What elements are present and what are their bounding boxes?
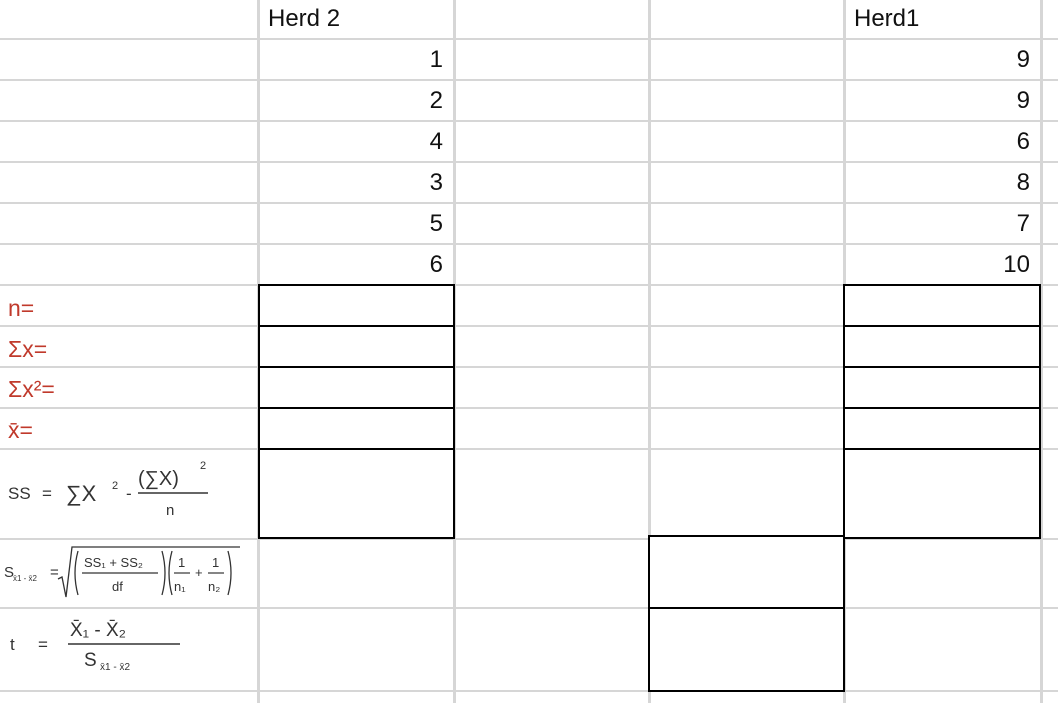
ss-formula-sum: ∑X	[66, 481, 97, 506]
label-n: n=	[8, 294, 35, 321]
t-formula-numerator: X̄₁ - X̄₂	[70, 620, 126, 641]
ss-formula-minus: -	[126, 484, 132, 503]
standard-error-input[interactable]	[648, 535, 845, 609]
grid-row-line	[0, 202, 1058, 204]
herd2-value[interactable]: 6	[429, 250, 443, 278]
grid-row-line	[0, 407, 1058, 409]
herd1-value[interactable]: 10	[1003, 250, 1030, 278]
grid-row-line	[0, 161, 1058, 163]
grid-row-line	[0, 243, 1058, 245]
se-formula-eq: =	[50, 564, 59, 581]
herd1-sum-x2-input[interactable]	[843, 366, 1041, 409]
herd2-sum-x2-input[interactable]	[258, 366, 455, 409]
grid-col-line	[1040, 0, 1043, 703]
grid-row-line	[0, 284, 1058, 286]
grid-row-line	[0, 607, 1058, 609]
t-value-input[interactable]	[648, 607, 845, 692]
t-formula-denominator-subscript: x̄1 - x̄2	[100, 662, 130, 673]
herd2-value[interactable]: 4	[429, 127, 443, 155]
se-formula-paren	[161, 550, 166, 596]
ss-formula-numerator-square: 2	[200, 460, 206, 472]
ss-formula-square: 2	[112, 480, 118, 492]
grid-row-line	[0, 79, 1058, 81]
ss-formula-denominator: n	[166, 502, 174, 519]
herd2-value[interactable]: 1	[429, 45, 443, 73]
grid-row-line	[0, 38, 1058, 40]
ss-formula: SS = ∑X 2 - (∑X) 2 n	[8, 460, 208, 519]
herd2-mean-input[interactable]	[258, 407, 455, 450]
header-herd1[interactable]: Herd1	[854, 5, 920, 32]
se-formula-plus: +	[195, 565, 203, 580]
se-formula-paren	[168, 550, 173, 596]
t-formula-denominator: S	[84, 650, 97, 671]
se-formula-paren	[227, 550, 232, 596]
se-formula-denominator: df	[112, 579, 123, 594]
herd2-value[interactable]: 2	[429, 86, 443, 114]
grid-row-line	[0, 538, 1058, 540]
herd1-value[interactable]: 6	[1016, 127, 1030, 155]
grid-row-line	[0, 325, 1058, 327]
se-formula-n2: n₂	[208, 579, 220, 594]
ss-formula-lhs: SS	[8, 484, 31, 503]
herd1-sum-x-input[interactable]	[843, 325, 1041, 368]
label-sum-x: Σx=	[8, 335, 48, 362]
se-formula-paren	[74, 550, 79, 596]
herd1-mean-input[interactable]	[843, 407, 1041, 450]
se-formula-one: 1	[212, 555, 219, 570]
se-formula-one: 1	[178, 555, 185, 570]
label-sum-x-squared: Σx²=	[8, 375, 55, 402]
header-herd2[interactable]: Herd 2	[268, 5, 341, 32]
t-formula-lhs: t	[10, 635, 15, 654]
herd2-value[interactable]: 5	[429, 209, 443, 237]
ss-formula-numerator: (∑X)	[138, 468, 179, 490]
label-mean: x̄=	[8, 416, 33, 443]
herd1-n-input[interactable]	[843, 284, 1041, 327]
grid-row-line	[0, 448, 1058, 450]
grid-row-line	[0, 690, 1058, 692]
se-formula-n1: n₁	[174, 579, 186, 594]
standard-error-formula: S x̄1 - x̄2 = SS₁ + SS₂ df 1 n₁ + 1 n₂	[4, 546, 240, 598]
herd2-value[interactable]: 3	[429, 168, 443, 196]
se-formula-numerator: SS₁ + SS₂	[84, 555, 143, 570]
t-formula: t = X̄₁ - X̄₂ S x̄1 - x̄2	[10, 620, 180, 673]
herd1-ss-input[interactable]	[843, 448, 1041, 539]
se-formula-lhs: S	[4, 564, 14, 581]
t-formula-eq: =	[38, 635, 48, 654]
grid-row-line	[0, 120, 1058, 122]
se-formula-subscript: x̄1 - x̄2	[13, 574, 38, 583]
grid-col-line	[648, 0, 651, 703]
herd1-value[interactable]: 8	[1016, 168, 1030, 196]
herd2-n-input[interactable]	[258, 284, 455, 327]
se-formula-sqrt-sign	[57, 546, 240, 598]
herd1-value[interactable]: 7	[1016, 209, 1030, 237]
herd2-sum-x-input[interactable]	[258, 325, 455, 368]
ss-formula-eq: =	[42, 484, 52, 503]
herd2-ss-input[interactable]	[258, 448, 455, 539]
grid-row-line	[0, 366, 1058, 368]
herd1-value[interactable]: 9	[1016, 86, 1030, 114]
herd1-value[interactable]: 9	[1016, 45, 1030, 73]
